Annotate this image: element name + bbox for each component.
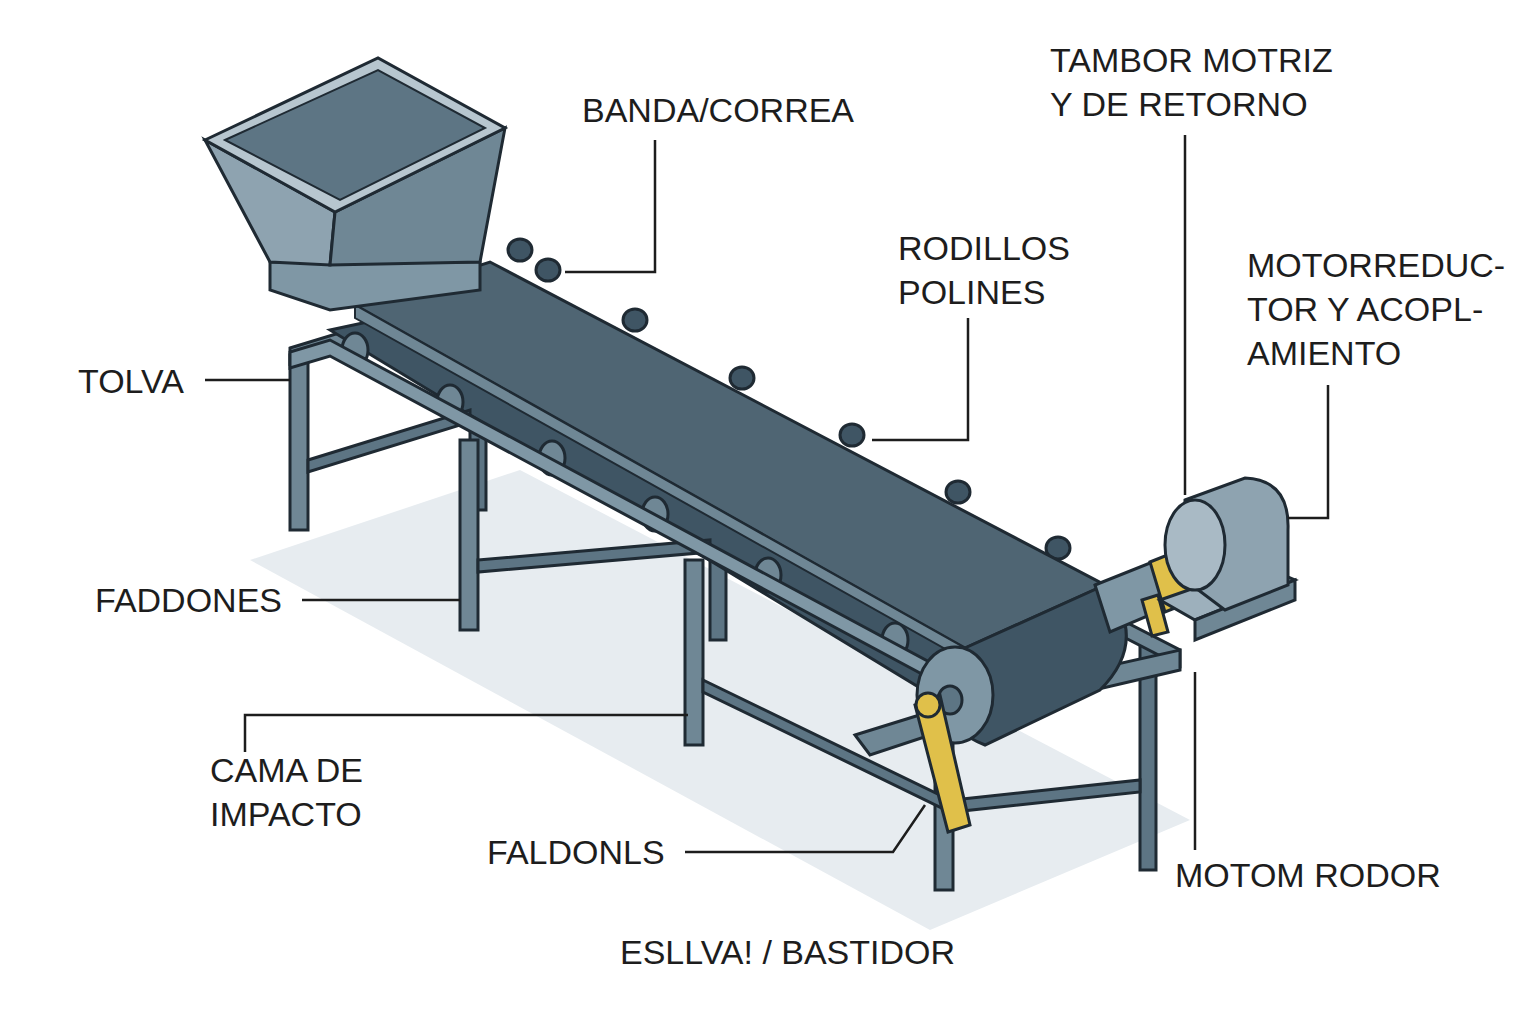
part-label: TAMBOR MOTRIZ Y DE RETORNO xyxy=(1050,38,1350,126)
part-label: CAMA DE IMPACTO xyxy=(210,748,440,836)
hopper-rim xyxy=(205,58,505,212)
part-label: RODILLOS POLINES xyxy=(898,226,1098,314)
part-label: MOTORREDUC- TOR Y ACOPL- AMIENTO xyxy=(1247,243,1517,375)
leader-lines xyxy=(205,135,1328,852)
belt-edge xyxy=(355,305,965,660)
part-label: BANDA/CORREA xyxy=(582,88,854,132)
part-label: TOLVA xyxy=(78,359,184,403)
part-label: FADDONES xyxy=(95,578,282,622)
hopper-base xyxy=(270,262,480,310)
motor-face xyxy=(1165,500,1225,590)
part-label: FALDONLS xyxy=(487,830,665,874)
belt-top xyxy=(355,262,1105,648)
part-label: ESLLVA! / BASTIDOR xyxy=(620,930,955,974)
arm-pivot xyxy=(916,693,940,717)
part-label: MOTOM RODOR xyxy=(1175,853,1441,897)
hopper-inside xyxy=(225,70,485,200)
